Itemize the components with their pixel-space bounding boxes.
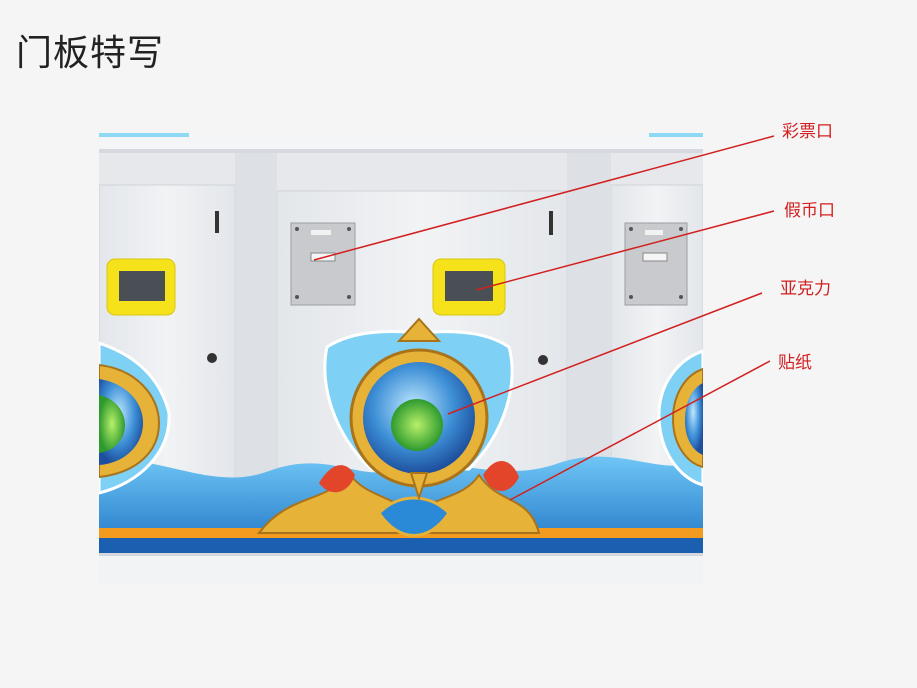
- callout-label-fake-coin-slot: 假币口: [784, 201, 835, 221]
- callout-label-sticker: 贴纸: [778, 353, 812, 373]
- page-title: 门板特写: [16, 33, 165, 74]
- callout-label-ticket-slot: 彩票口: [782, 122, 833, 142]
- cabinet-door-photo: [99, 133, 703, 585]
- callout-label-acrylic: 亚克力: [780, 279, 831, 299]
